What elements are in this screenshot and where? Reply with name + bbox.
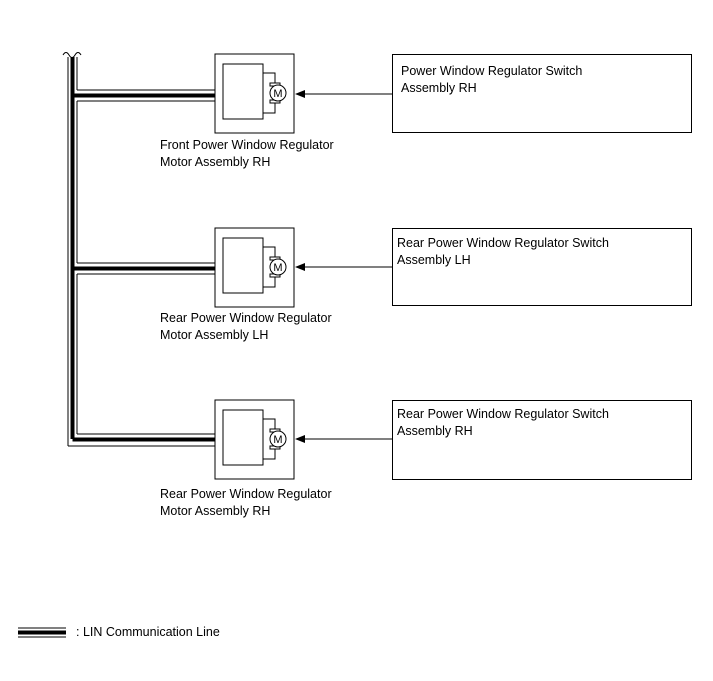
motor-lead-bottom-1 — [263, 103, 276, 114]
motor-label-1-line2: Motor Assembly RH — [160, 155, 271, 169]
switch-label-3: Rear Power Window Regulator Switch Assem… — [397, 406, 609, 440]
lin-branch-3 — [68, 433, 215, 447]
motor-label-2-line1: Rear Power Window Regulator — [160, 311, 332, 325]
legend-text: : LIN Communication Line — [76, 625, 220, 639]
motor-label-3-line2: Motor Assembly RH — [160, 504, 271, 518]
motor-lead-top-1 — [263, 72, 276, 83]
motor-symbol-1: M — [273, 88, 282, 100]
switch-label-2-line2: Assembly LH — [397, 253, 471, 267]
motor-label-1-line1: Front Power Window Regulator — [160, 138, 334, 152]
motor-assemblies: M M M — [214, 53, 295, 480]
motor-symbol-3: M — [273, 434, 282, 446]
switch-label-2-line1: Rear Power Window Regulator Switch — [397, 236, 609, 250]
motor-lead-top-3 — [263, 418, 276, 429]
motor-ecu-3 — [222, 409, 264, 466]
motor-label-3: Rear Power Window Regulator Motor Assemb… — [160, 486, 332, 520]
motor-lead-bottom-3 — [263, 449, 276, 460]
motor-icon — [269, 430, 287, 448]
motor-lead-top-2 — [263, 246, 276, 257]
motor-lead-bottom-2 — [263, 277, 276, 288]
motor-assembly-3: M — [214, 399, 295, 480]
motor-label-2: Rear Power Window Regulator Motor Assemb… — [160, 310, 332, 344]
motor-label-3-line1: Rear Power Window Regulator — [160, 487, 332, 501]
motor-symbol-2: M — [273, 262, 282, 274]
switch-label-3-line2: Assembly RH — [397, 424, 473, 438]
switch-box-1: Power Window Regulator Switch Assembly R… — [392, 54, 692, 133]
motor-icon — [269, 84, 287, 102]
arrow-head-2 — [295, 263, 305, 271]
legend-symbol — [18, 627, 66, 638]
switch-label-1-line1: Power Window Regulator Switch — [401, 64, 583, 78]
motor-label-2-line2: Motor Assembly LH — [160, 328, 269, 342]
switch-label-2: Rear Power Window Regulator Switch Assem… — [397, 235, 609, 269]
lin-bus-trunk — [62, 52, 82, 446]
switch-label-3-line1: Rear Power Window Regulator Switch — [397, 407, 609, 421]
motor-assembly-1: M — [214, 53, 295, 134]
motor-ecu-2 — [222, 237, 264, 294]
arrow-head-3 — [295, 435, 305, 443]
lin-branch-2 — [72, 262, 215, 275]
lin-branch-1 — [72, 89, 215, 102]
motor-assembly-2: M — [214, 227, 295, 308]
arrow-head-1 — [295, 90, 305, 98]
break-mark — [62, 52, 82, 58]
motor-icon — [269, 258, 287, 276]
motor-ecu-1 — [222, 63, 264, 120]
motor-label-1: Front Power Window Regulator Motor Assem… — [160, 137, 334, 171]
signal-arrows — [295, 90, 392, 443]
switch-box-3: Rear Power Window Regulator Switch Assem… — [392, 400, 692, 480]
switch-box-2: Rear Power Window Regulator Switch Assem… — [392, 228, 692, 306]
switch-label-1-line2: Assembly RH — [401, 81, 477, 95]
switch-label-1: Power Window Regulator Switch Assembly R… — [401, 63, 582, 97]
